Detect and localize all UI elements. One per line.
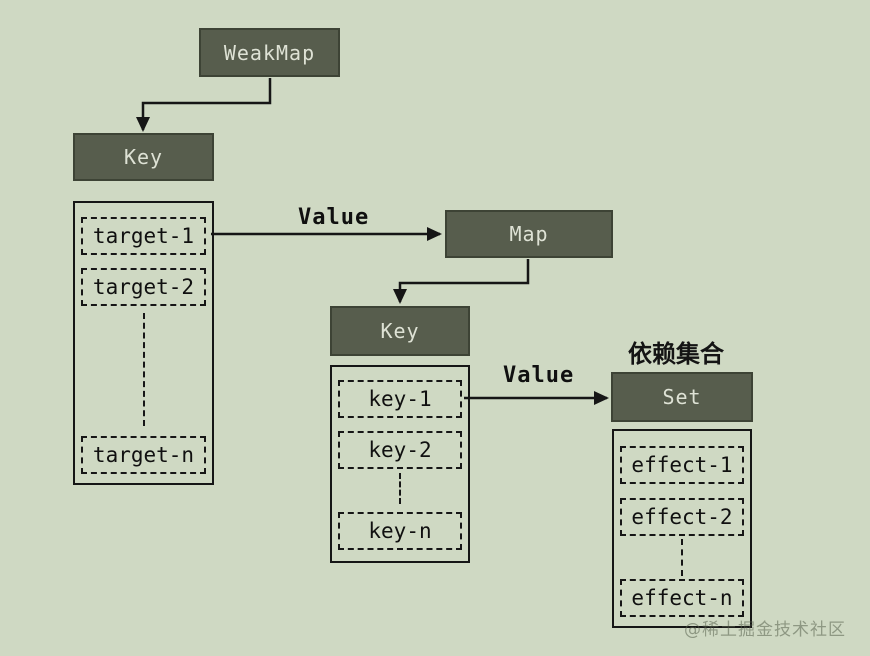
arrow-map-to-key <box>393 259 530 304</box>
effects-ellipsis-line <box>681 539 683 576</box>
effects-container: effect-1 effect-2 effect-n <box>612 429 752 628</box>
edge-label-value-2: Value <box>503 363 575 388</box>
set-caption: 依赖集合 <box>628 340 724 368</box>
target-item-1: target-1 <box>81 217 206 255</box>
arrow-weakmap-to-key <box>136 78 272 132</box>
effect-item-1: effect-1 <box>620 446 744 484</box>
node-weakmap: WeakMap <box>199 28 340 77</box>
targets-ellipsis-line <box>143 313 145 426</box>
node-key-mid: Key <box>330 306 470 356</box>
key-item-2: key-2 <box>338 431 462 469</box>
targets-container: target-1 target-2 target-n <box>73 201 214 485</box>
node-map: Map <box>445 210 613 258</box>
key-item-n: key-n <box>338 512 462 550</box>
node-key-top: Key <box>73 133 214 181</box>
target-item-2: target-2 <box>81 268 206 306</box>
target-item-n: target-n <box>81 436 206 474</box>
keys-ellipsis-line <box>399 473 401 504</box>
edge-label-value-1: Value <box>298 205 370 230</box>
watermark: @稀土掘金技术社区 <box>684 620 846 640</box>
node-set: Set <box>611 372 753 422</box>
effect-item-n: effect-n <box>620 579 744 617</box>
effect-item-2: effect-2 <box>620 498 744 536</box>
keys-container: key-1 key-2 key-n <box>330 365 470 563</box>
key-item-1: key-1 <box>338 380 462 418</box>
